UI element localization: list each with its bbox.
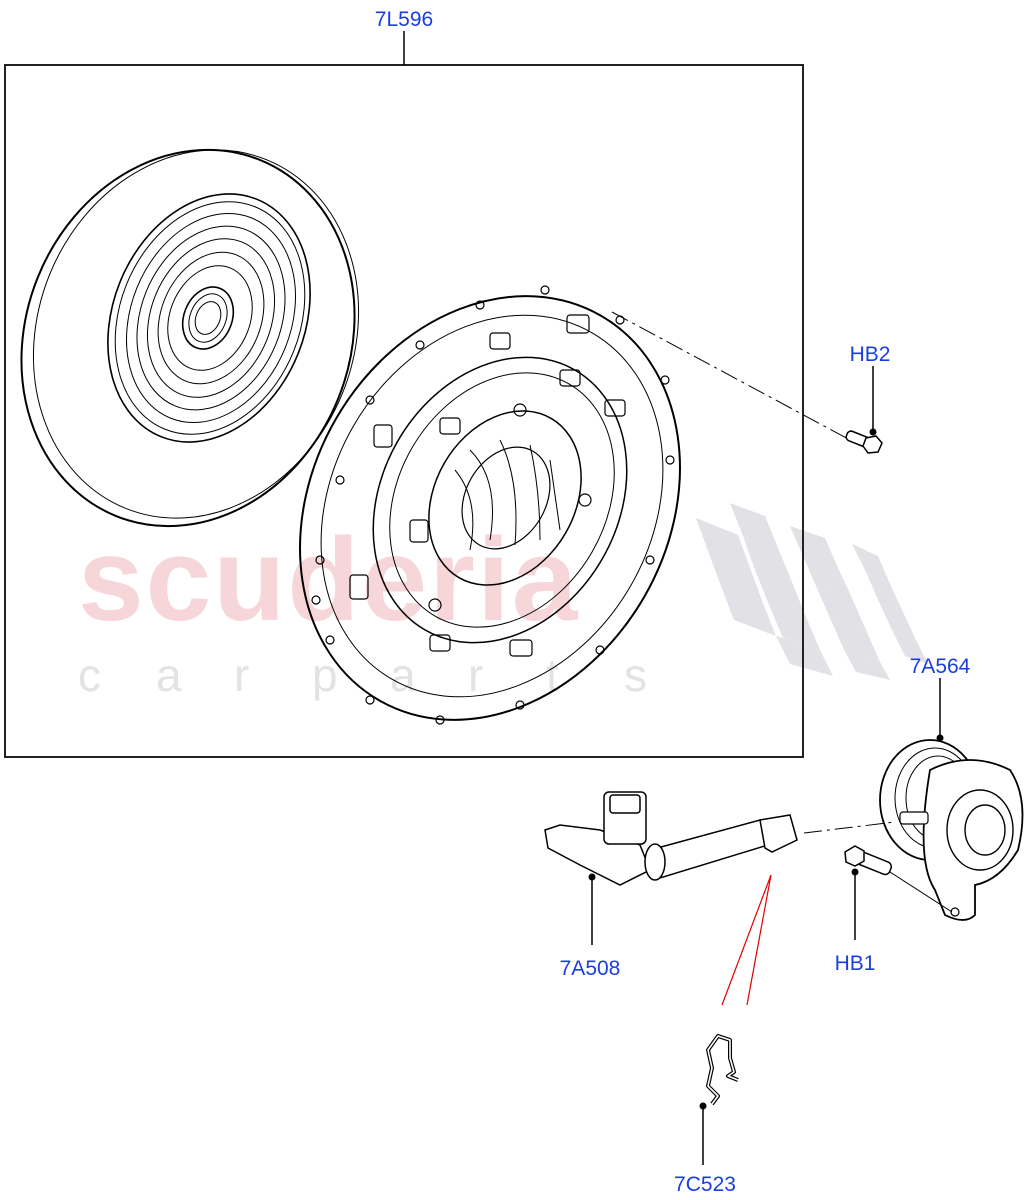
bolt-hb2 <box>845 430 883 454</box>
callout-7A564[interactable]: 7A564 <box>909 655 971 678</box>
callout-7C523[interactable]: 7C523 <box>674 1173 736 1196</box>
callout-HB2[interactable]: HB2 <box>849 343 891 366</box>
leader-dot-7a564 <box>936 734 944 742</box>
checkered-flag-watermark <box>696 503 928 680</box>
callout-7A508[interactable]: 7A508 <box>559 957 621 980</box>
flywheel-disc <box>20 148 360 528</box>
leader-dot-hb2 <box>869 428 877 436</box>
clutch-pressure-plate <box>299 285 681 725</box>
assembly-frame <box>4 64 804 758</box>
red-leader-b <box>746 874 772 1006</box>
dash-centerline-7a508 <box>803 821 896 834</box>
dash-centerline-hb2 <box>611 311 851 441</box>
retaining-clip-highlight <box>707 1035 739 1105</box>
watermark-logo: scuderia <box>78 514 580 646</box>
callout-7L596[interactable]: 7L596 <box>374 8 434 31</box>
release-bearing <box>879 739 1024 921</box>
dash-centerline-hb1 <box>889 871 953 913</box>
callout-HB1[interactable]: HB1 <box>834 952 876 975</box>
leader-dot-hb1 <box>851 868 859 876</box>
leader-dot-7a508 <box>588 873 596 881</box>
bolt-hb1 <box>844 845 893 876</box>
red-leader-a <box>721 874 772 1006</box>
clutch-hydraulic-pipe <box>544 791 798 886</box>
leader-dot-7c523 <box>699 1102 707 1110</box>
